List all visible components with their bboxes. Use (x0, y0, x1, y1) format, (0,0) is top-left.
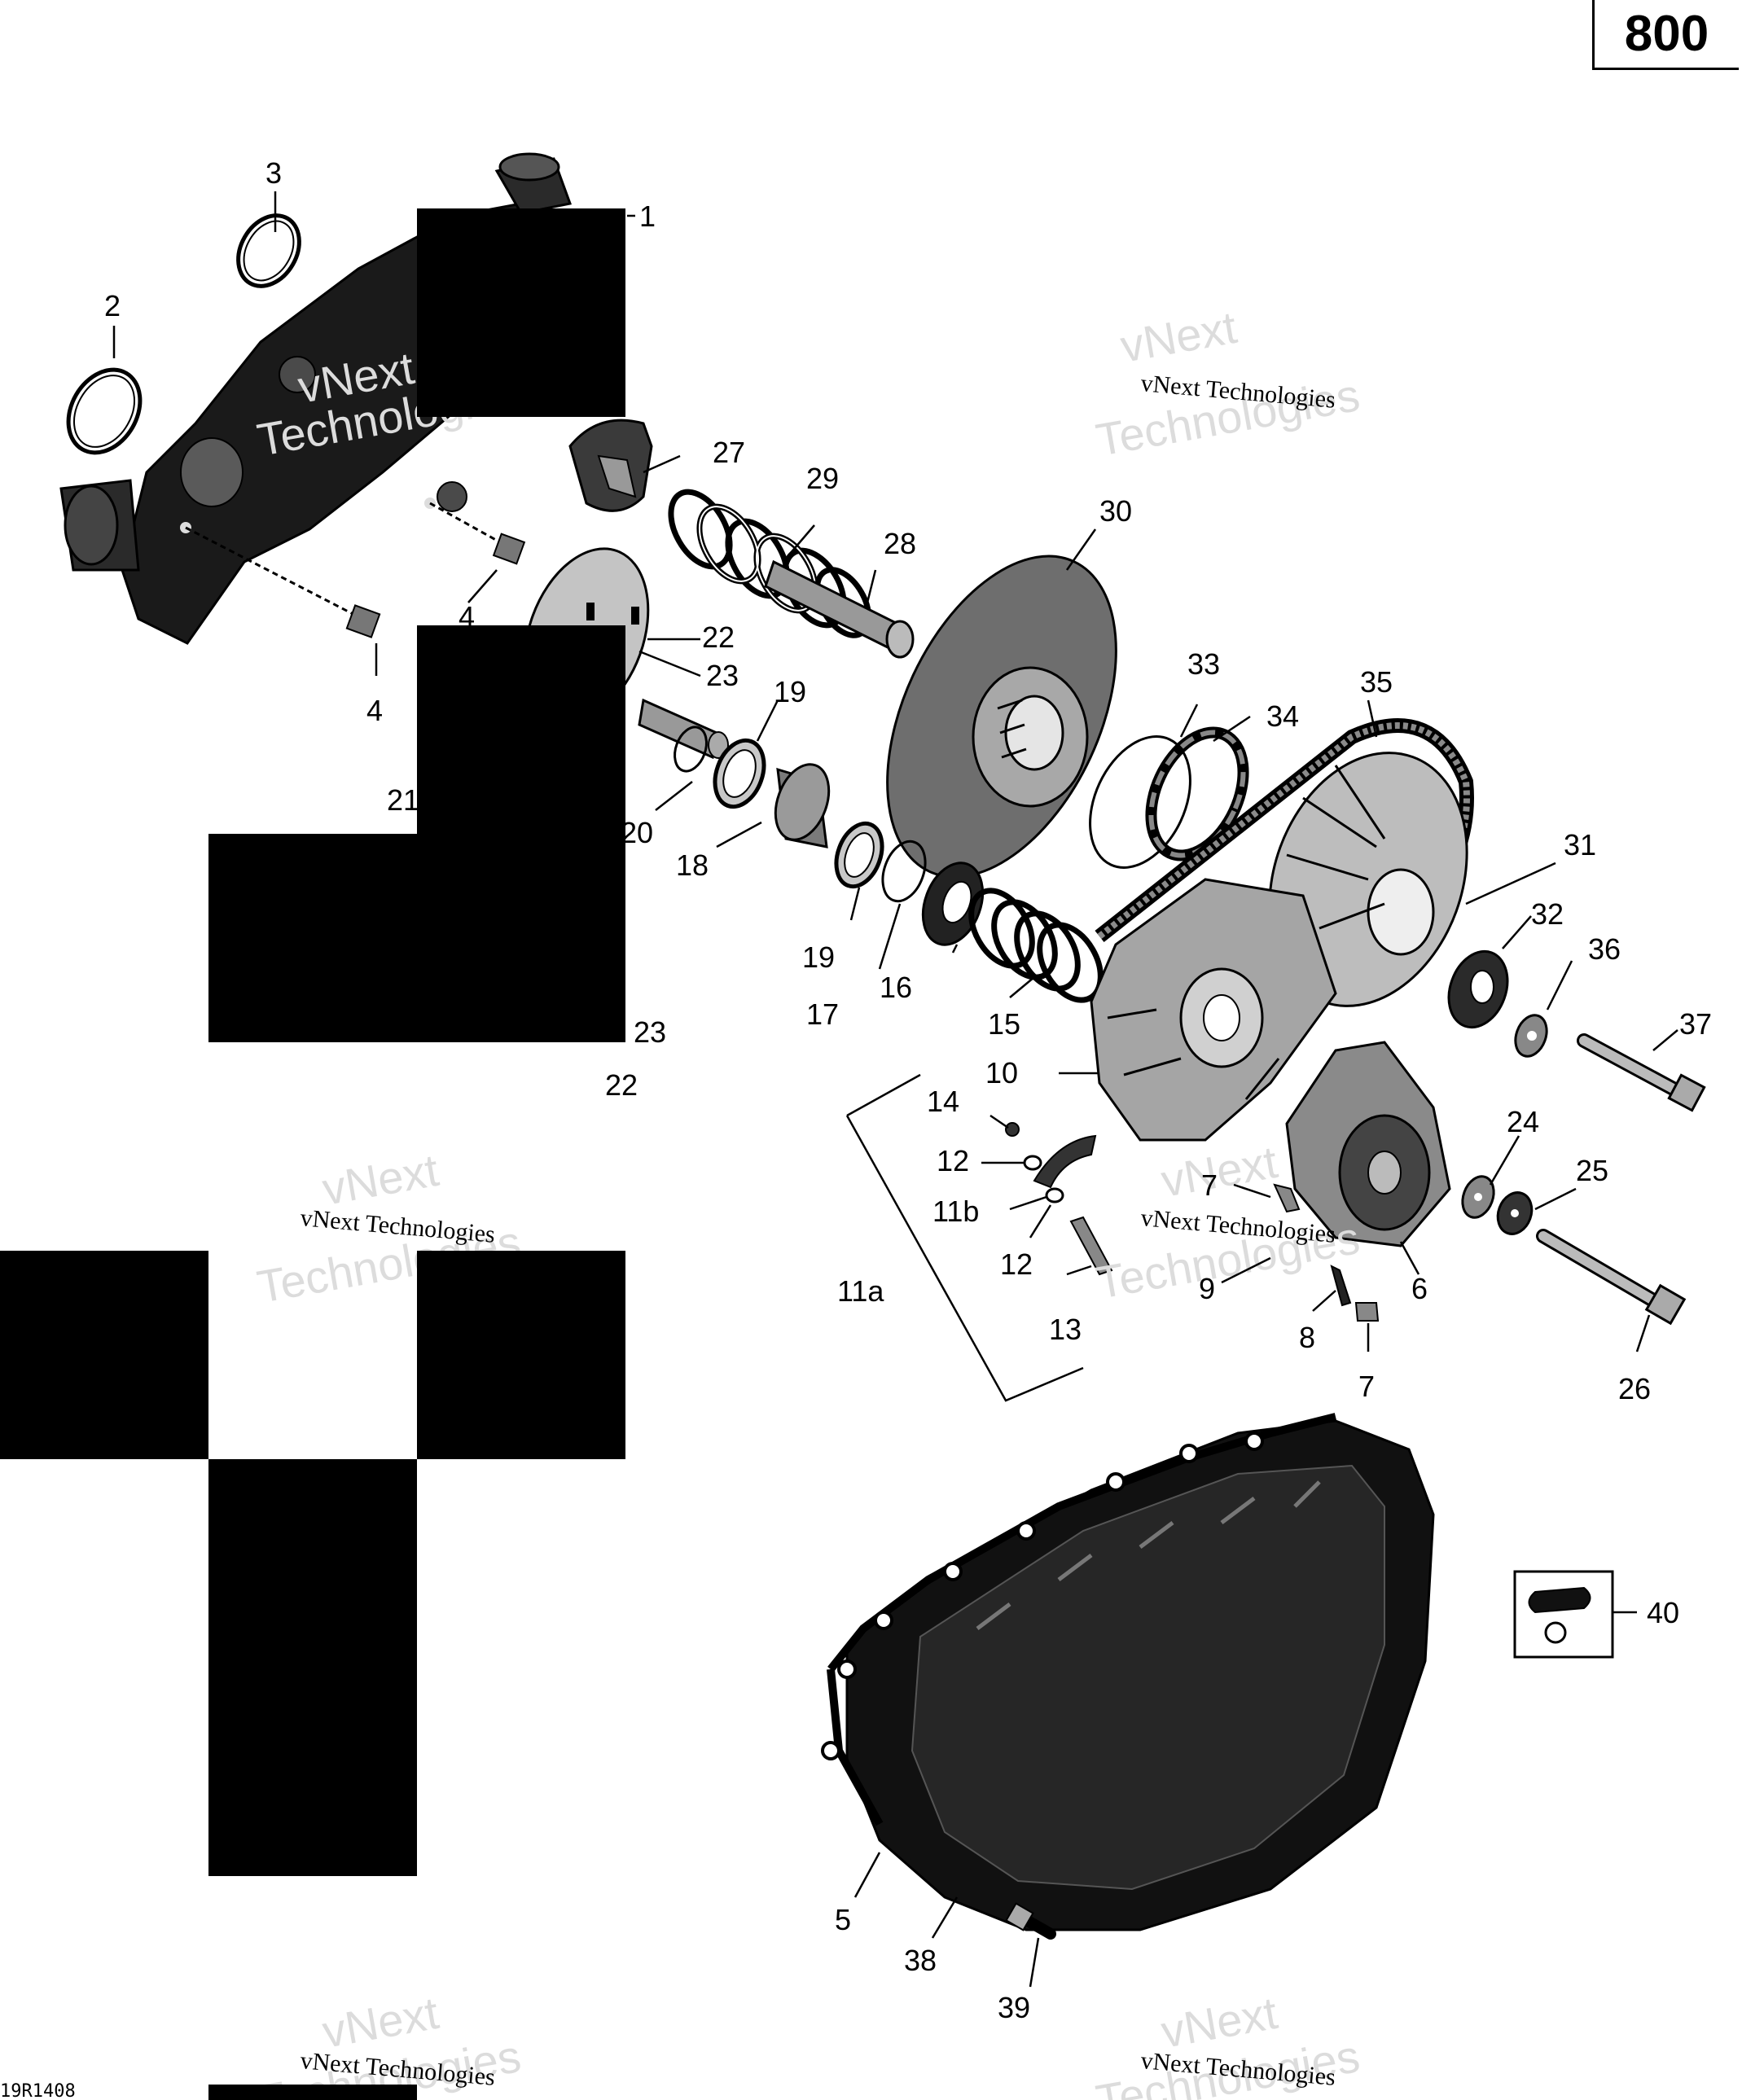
callout-25: 25 (1576, 1154, 1608, 1187)
callout-37: 37 (1679, 1007, 1712, 1041)
o-ring-3 (236, 213, 301, 288)
callout-22a: 22 (702, 620, 735, 654)
spring-15 (968, 888, 1104, 1003)
callout-2: 2 (104, 289, 121, 322)
callout-29: 29 (806, 462, 839, 495)
callout-40: 40 (1647, 1596, 1679, 1629)
ring-17 (881, 840, 927, 903)
watermark-bottom-right: vNext Technologies vNext Technologies (1092, 1987, 1363, 2100)
fixed-sheave-30 (886, 555, 1117, 879)
svg-text:vNext: vNext (318, 1144, 442, 1215)
callout-11a: 11a (837, 1274, 884, 1308)
callout-38: 38 (904, 1944, 937, 1977)
redaction-blocks (0, 208, 625, 2100)
callout-4b: 4 (459, 600, 475, 634)
callout-15: 15 (988, 1007, 1020, 1041)
washer-12b (1045, 1187, 1064, 1203)
page-number: 800 (1624, 6, 1709, 62)
callout-34: 34 (1266, 699, 1299, 733)
bearing-32 (1447, 949, 1509, 1029)
callout-23a: 23 (706, 659, 739, 692)
callout-12b: 12 (1000, 1247, 1033, 1281)
gasket-5 (827, 1413, 1337, 1673)
leader-lines (112, 191, 1678, 1988)
bracket-11a (845, 1073, 1084, 1402)
pin-8 (1330, 1265, 1352, 1307)
circlip-33 (1089, 735, 1191, 869)
roller-cage-34 (1145, 726, 1249, 861)
watermark-top-right: vNext Technologies vNext Technologies (1092, 301, 1363, 466)
screw-4a (185, 526, 381, 638)
callout-10: 10 (985, 1056, 1018, 1089)
seal-16 (921, 861, 985, 946)
callout-23b: 23 (634, 1015, 666, 1049)
callout-35: 35 (1360, 665, 1393, 699)
callout-22b: 22 (605, 1068, 638, 1102)
callout-31: 31 (1564, 828, 1596, 861)
housing-10 (1090, 878, 1337, 1142)
gasket-tabs (821, 1431, 1264, 1760)
o-ring-2 (66, 367, 143, 455)
callout-24: 24 (1507, 1105, 1539, 1138)
callout-17: 17 (806, 997, 839, 1031)
callout-28: 28 (884, 527, 916, 560)
bolt-37 (1577, 1033, 1706, 1112)
ring-20 (674, 726, 708, 773)
callout-26: 26 (1618, 1372, 1651, 1405)
callout-18: 18 (676, 848, 709, 882)
callout-1: 1 (639, 199, 656, 233)
kit-box-40 (1513, 1570, 1614, 1659)
callout-6: 6 (1411, 1272, 1428, 1305)
svg-text:vNext: vNext (1117, 301, 1240, 372)
callout-5: 5 (835, 1903, 851, 1936)
callout-39: 39 (998, 1991, 1030, 2024)
callout-8: 8 (1299, 1321, 1315, 1354)
callout-36: 36 (1588, 932, 1621, 966)
callout-27: 27 (713, 436, 745, 469)
callout-16: 16 (880, 971, 912, 1004)
callout-30: 30 (1099, 494, 1132, 528)
watermark-bottom-left: vNext Technologies vNext Technologies (253, 1987, 524, 2100)
callout-4a: 4 (366, 694, 383, 727)
callouts: 1 2 3 4 4 5 6 7 7 8 9 10 11a 11b 12 12 1… (104, 156, 1712, 2024)
callout-11b: 11b (932, 1195, 979, 1228)
page-number-box: 800 (1592, 0, 1739, 70)
washer-12a (1023, 1155, 1042, 1171)
callout-19b: 19 (802, 940, 835, 974)
cam-6 (1285, 1041, 1451, 1247)
callout-12a: 12 (937, 1144, 969, 1177)
callout-3: 3 (265, 156, 282, 190)
callout-7a: 7 (1201, 1168, 1218, 1202)
bushing-18 (774, 763, 831, 848)
callout-21: 21 (387, 783, 419, 817)
callout-19a: 19 (774, 675, 806, 708)
callout-32: 32 (1531, 897, 1564, 931)
callout-13: 13 (1049, 1313, 1082, 1346)
screw-4b (429, 502, 526, 565)
pin-14 (1005, 1122, 1020, 1137)
screw-13 (1069, 1216, 1113, 1276)
hose-11b (1033, 1134, 1097, 1189)
callout-20: 20 (621, 816, 653, 849)
bolt-26 (1536, 1229, 1687, 1326)
slider-7a (1273, 1183, 1301, 1213)
nut-7b (1354, 1302, 1380, 1322)
callout-14: 14 (927, 1085, 959, 1118)
screw-39 (1005, 1902, 1056, 1940)
callout-9: 9 (1199, 1272, 1215, 1305)
outer-cover-38 (845, 1419, 1435, 1931)
svg-text:vNext: vNext (1157, 1136, 1281, 1207)
callout-7b: 7 (1358, 1370, 1375, 1403)
drawing-reference: 19R1408 (0, 2081, 76, 2100)
callout-33: 33 (1187, 647, 1220, 681)
